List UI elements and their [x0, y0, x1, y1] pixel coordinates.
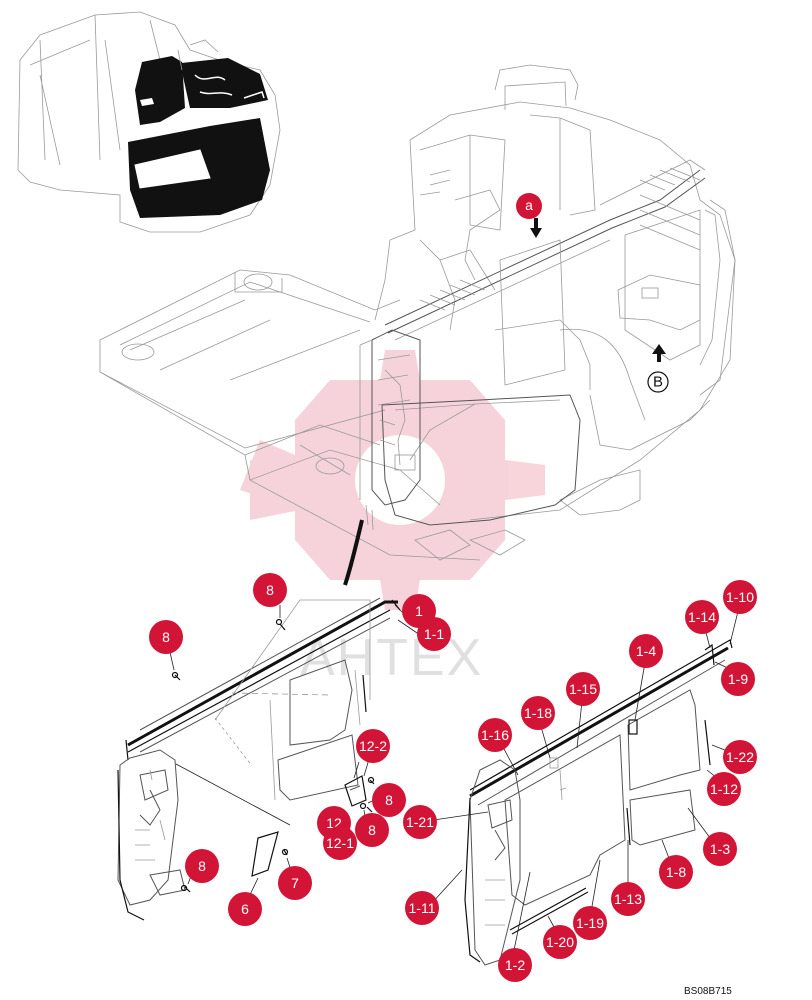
svg-text:a: a [525, 197, 533, 213]
callout-12-2: 12-2 [356, 729, 390, 763]
callout-8-post: 8 [185, 849, 219, 883]
svg-text:12-2: 12-2 [359, 738, 387, 754]
svg-text:1-10: 1-10 [726, 589, 754, 605]
svg-text:1-12: 1-12 [710, 781, 738, 797]
callout-1-20: 1-20 [543, 925, 577, 959]
svg-text:1-2: 1-2 [505, 957, 525, 973]
svg-text:6: 6 [241, 901, 249, 917]
callout-1-14: 1-14 [685, 600, 719, 634]
svg-text:1-3: 1-3 [710, 841, 730, 857]
svg-text:1-15: 1-15 [569, 681, 597, 697]
callout-1-1: 1-1 [417, 617, 451, 651]
watermark-text: AHTEX [300, 629, 483, 687]
svg-text:8: 8 [162, 629, 170, 645]
svg-text:1-1: 1-1 [424, 626, 444, 642]
callout-7: 7 [278, 866, 312, 900]
svg-text:1-11: 1-11 [409, 900, 436, 916]
svg-text:8: 8 [385, 792, 393, 808]
svg-text:1-16: 1-16 [481, 727, 509, 743]
callout-1-2: 1-2 [498, 948, 532, 982]
svg-text:1-19: 1-19 [576, 915, 604, 931]
callout-1-15: 1-15 [566, 672, 600, 706]
figure-code: BS08B715 [684, 986, 732, 997]
callout-1-8: 1-8 [659, 855, 693, 889]
svg-text:1-21: 1-21 [406, 814, 434, 830]
watermark-gear-hole [355, 435, 445, 525]
svg-text:1-18: 1-18 [524, 705, 552, 721]
view-marker-b: B [647, 371, 669, 393]
callout-6: 6 [228, 892, 262, 926]
callout-1-11: 1-11 [405, 891, 439, 925]
callout-1-18: 1-18 [521, 696, 555, 730]
callout-8-left: 8 [149, 620, 183, 654]
svg-text:12-1: 12-1 [326, 835, 354, 851]
svg-text:1-14: 1-14 [688, 609, 716, 625]
svg-text:8: 8 [266, 582, 274, 598]
svg-text:1-9: 1-9 [728, 671, 748, 687]
machine-body [99, 64, 736, 586]
svg-text:1-20: 1-20 [546, 934, 574, 950]
svg-text:1-4: 1-4 [636, 643, 656, 659]
view-marker-a: a [516, 193, 542, 219]
svg-text:B: B [653, 374, 663, 391]
callout-1-4: 1-4 [629, 634, 663, 668]
callout-1-21: 1-21 [403, 805, 437, 839]
watermark-gear-icon [240, 350, 545, 610]
callout-1-3: 1-3 [703, 832, 737, 866]
callout-1-9: 1-9 [721, 662, 755, 696]
callout-1-16: 1-16 [478, 718, 512, 752]
callout-1-12: 1-12 [707, 772, 741, 806]
svg-text:1-22: 1-22 [726, 749, 754, 765]
callout-1-22: 1-22 [723, 740, 757, 774]
callout-1-19: 1-19 [573, 906, 607, 940]
svg-text:8: 8 [198, 858, 206, 874]
thumbnail-highlighted-panels [128, 56, 270, 218]
right-exploded-assembly [419, 602, 741, 966]
svg-text:1-13: 1-13 [614, 891, 642, 907]
callout-8-lower: 8 [355, 813, 389, 847]
callout-8-top: 8 [253, 573, 287, 607]
callout-1-10: 1-10 [723, 580, 757, 614]
svg-text:1: 1 [415, 603, 423, 619]
svg-text:8: 8 [368, 822, 376, 838]
svg-text:1-8: 1-8 [666, 864, 686, 880]
callout-1-13: 1-13 [611, 882, 645, 916]
excavator-thumbnail [17, 11, 281, 233]
watermark [240, 350, 545, 610]
svg-text:7: 7 [291, 875, 299, 891]
callout-8-bracket: 8 [372, 783, 406, 817]
callout-12-1: 12-1 [323, 826, 357, 860]
